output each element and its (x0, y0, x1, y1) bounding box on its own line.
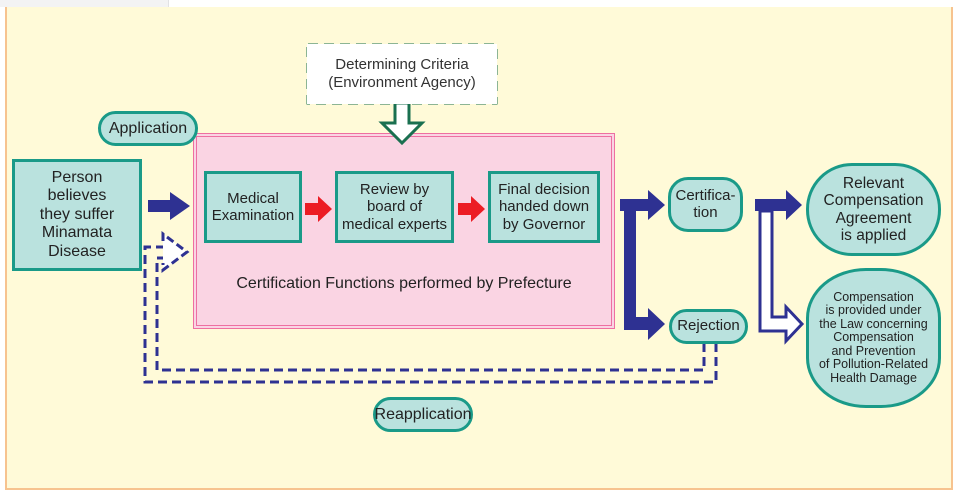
outcome-line: Relevant (842, 174, 905, 192)
step-review-board: Review by board of medical experts (335, 171, 454, 243)
decision-branch-arrow-icon (620, 190, 665, 340)
step-line: medical experts (341, 215, 448, 233)
outcome-line: Health Damage (830, 370, 917, 385)
step-line: Review by (359, 181, 430, 199)
outcome-line: Compensation (833, 330, 914, 345)
criteria-line: (Environment Agency) (328, 74, 476, 91)
step-arrow-2-icon (458, 196, 485, 222)
step-line: Final decision (498, 181, 590, 199)
criteria-box: Determining Criteria (Environment Agency… (307, 44, 497, 104)
step-line: Examination (211, 207, 295, 224)
rejection-node: Rejection (669, 309, 748, 344)
applicant-box: Person believes they suffer Minamata Dis… (12, 159, 142, 271)
application-text: Application (108, 119, 188, 137)
reapplication-arrowhead-icon (161, 231, 190, 273)
step-medical-examination: Medical Examination (204, 171, 302, 243)
certification-node: Certifica- tion (668, 177, 743, 232)
step-line: Medical (227, 189, 279, 207)
hollow-outcome-arrow-icon (758, 209, 805, 345)
criteria-down-arrow-icon (378, 101, 426, 146)
outcome-line: is applied (840, 226, 907, 244)
step-final-decision: Final decision handed down by Governor (488, 171, 600, 243)
outcome-agreement-node: Relevant Compensation Agreement is appli… (806, 163, 941, 256)
outcome-line: Agreement (835, 209, 912, 227)
outcome-law-node: Compensation is provided under the Law c… (806, 268, 941, 408)
reapplication-loop-outer (143, 245, 718, 384)
reapplication-label: Reapplication (373, 397, 473, 432)
outcome-line: of Pollution-Related (818, 357, 929, 372)
certification-arrow-icon (755, 190, 802, 220)
reapplication-loop-inner (155, 256, 706, 372)
outcome-line: Compensation (833, 289, 914, 304)
certification-line: Certifica- (675, 186, 736, 204)
rejection-text: Rejection (677, 317, 740, 335)
certification-line: tion (693, 203, 718, 221)
applicant-line: Person (51, 169, 103, 187)
step-line: by Governor (502, 215, 586, 233)
outcome-line: and Prevention (831, 343, 916, 358)
applicant-line: they suffer (39, 205, 115, 223)
applicant-line: Minamata (41, 224, 113, 242)
criteria-line: Determining Criteria (335, 56, 469, 73)
outcome-line: the Law concerning (819, 316, 928, 331)
outcome-line: Compensation (823, 192, 924, 210)
application-label: Application (98, 111, 198, 146)
step-line: board of (366, 198, 423, 216)
applicant-line: believes (47, 187, 107, 205)
top-bar (0, 0, 169, 7)
applicant-arrow-icon (148, 192, 190, 220)
reapplication-text: Reapplication (374, 405, 472, 423)
step-line: handed down (498, 198, 590, 216)
applicant-line: Disease (48, 242, 106, 260)
outcome-line: is provided under (825, 303, 922, 318)
prefecture-label: Certification Functions performed by Pre… (236, 275, 572, 292)
step-arrow-1-icon (305, 196, 332, 222)
